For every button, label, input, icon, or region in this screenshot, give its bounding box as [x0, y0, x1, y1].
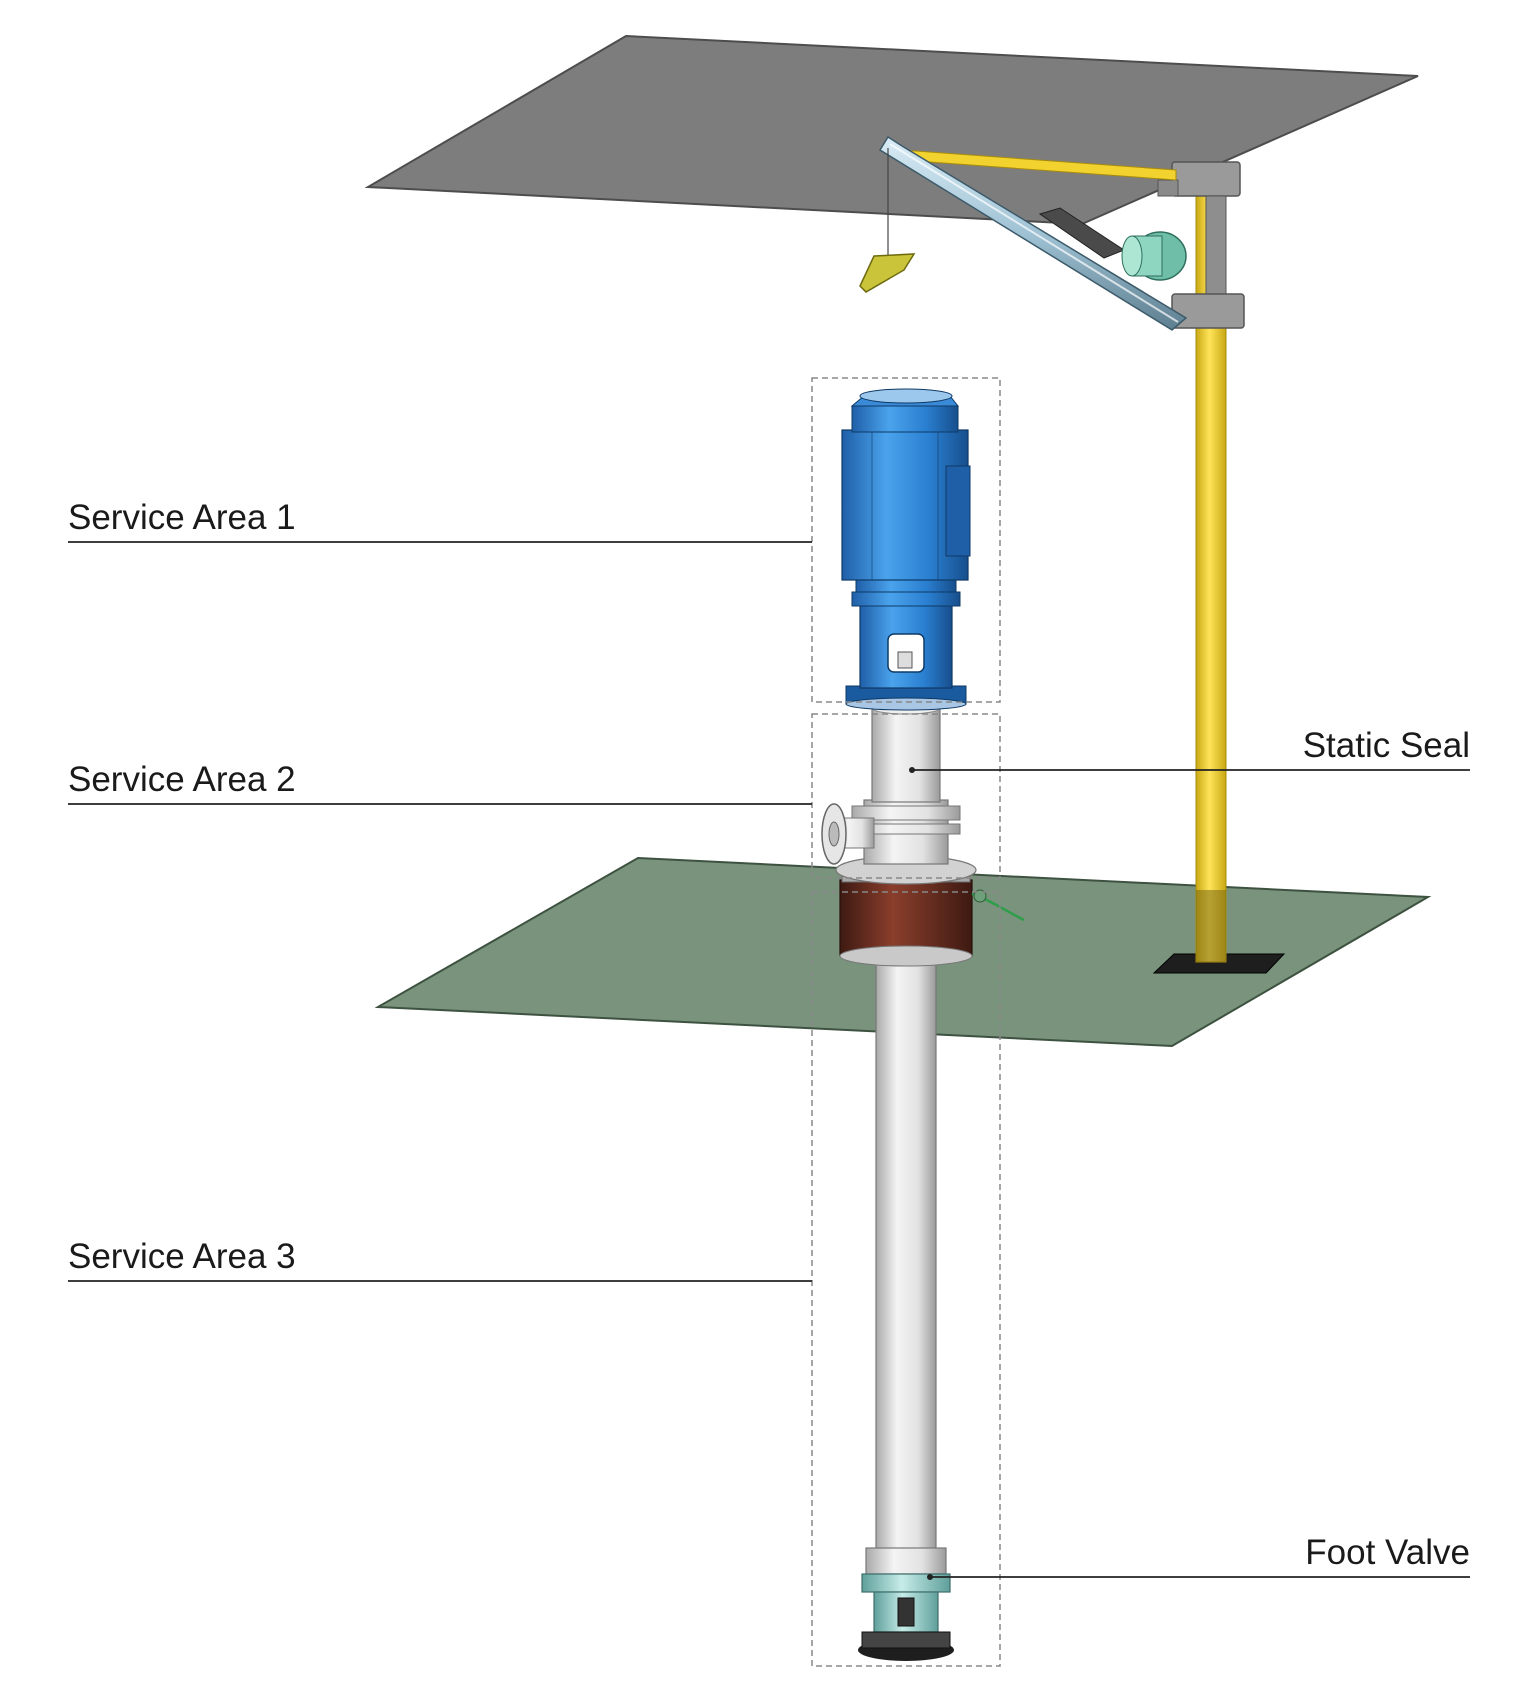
floor-hatch	[1152, 953, 1286, 974]
service-area-1-box	[811, 377, 1001, 703]
label-service-area-3: Service Area 3	[68, 1237, 296, 1276]
static-seal-sleeve	[871, 707, 941, 803]
service-area-3-box	[811, 891, 1001, 1667]
discharge-head	[821, 799, 961, 865]
label-static-seal: Static Seal	[1302, 726, 1470, 765]
hoist-hook	[859, 253, 916, 293]
label-service-area-2: Service Area 2	[68, 760, 296, 799]
ceiling-plate	[364, 34, 1419, 226]
jib-crane-hoist-icon	[859, 135, 1245, 963]
crane-bracket-upper	[1171, 161, 1241, 197]
label-service-area-1: Service Area 1	[68, 498, 296, 537]
electric-motor-icon	[841, 388, 971, 711]
hoist-motor	[1121, 231, 1187, 281]
crane-bracket-lower	[1171, 293, 1245, 329]
foot-valve	[858, 1573, 954, 1661]
label-foot-valve: Foot Valve	[1305, 1533, 1470, 1572]
pump-column-pipe	[875, 961, 937, 1563]
service-area-2-box	[811, 713, 1001, 879]
